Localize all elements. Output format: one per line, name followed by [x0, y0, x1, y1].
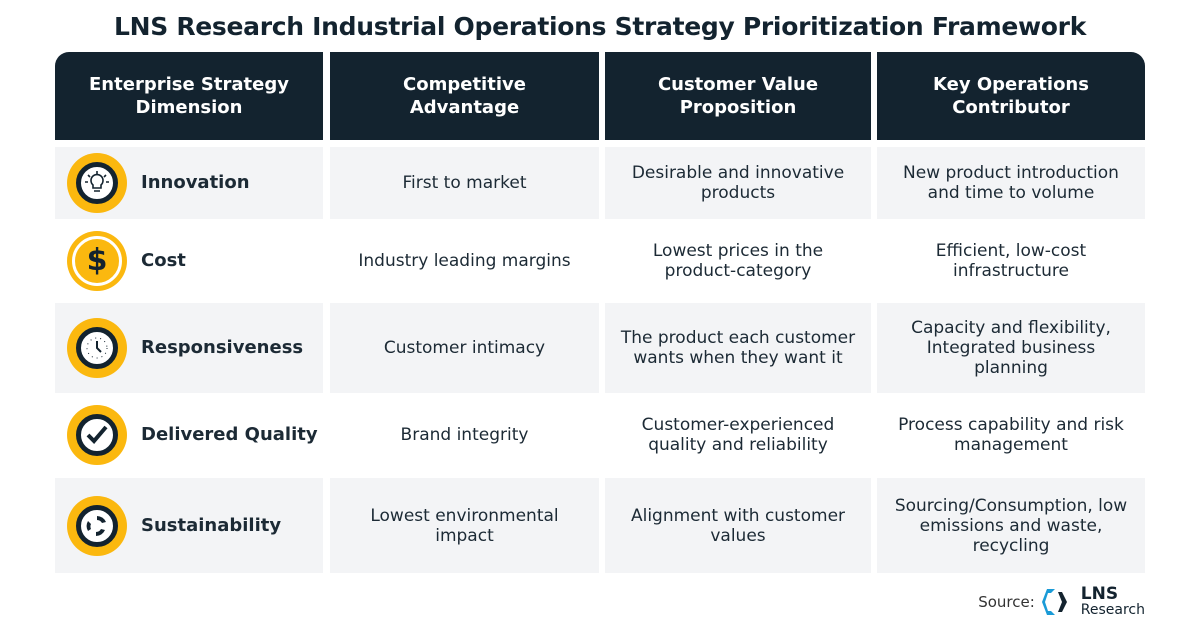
dollar-icon: $ — [67, 231, 127, 291]
column-header: Enterprise Strategy Dimension — [55, 52, 323, 140]
cell-text: Capacity and flexibility, Integrated bus… — [911, 318, 1111, 378]
dimension-cell: Delivered Quality — [55, 400, 323, 470]
cell-text: Sustainability — [141, 514, 282, 536]
value-cell: The product each customer wants when the… — [605, 303, 871, 393]
dimension-cell: Sustainability — [55, 478, 323, 573]
cell-text: Delivered Quality — [141, 424, 318, 445]
cell-text: Innovation — [141, 172, 250, 193]
advantage-cell: Lowest environmental impact — [330, 478, 599, 573]
lns-logo-icon — [1041, 589, 1067, 615]
value-cell: Lowest prices in the product-category — [605, 225, 871, 297]
cell-text: Process capability and risk management — [898, 415, 1124, 455]
cell-text: Industry leading margins — [358, 251, 571, 271]
advantage-cell: Customer intimacy — [330, 303, 599, 393]
logo-text-research: Research — [1080, 602, 1145, 618]
cell-text: Lowest prices in the product-category — [652, 241, 824, 281]
advantage-cell: Industry leading margins — [330, 225, 599, 297]
value-cell: Alignment with customer values — [605, 478, 871, 573]
column-header: Key Operations Contributor — [877, 52, 1145, 140]
cell-text: Alignment with customer values — [630, 505, 846, 546]
contributor-cell: Efficient, low-cost infrastructure — [877, 225, 1145, 297]
lightbulb-icon — [67, 153, 127, 213]
recycle-icon — [67, 495, 127, 556]
cell-text: New product introduction and time to vol… — [903, 163, 1119, 203]
cell-text: Responsiveness — [141, 337, 304, 358]
cell-text: Cost — [141, 250, 186, 271]
page-title: LNS Research Industrial Operations Strat… — [113, 12, 1087, 41]
cell-text: Brand integrity — [400, 425, 529, 445]
value-cell: Desirable and innovative products — [605, 147, 871, 219]
cell-text: Desirable and innovative products — [631, 163, 845, 203]
logo-text-lns: LNS — [1080, 584, 1119, 604]
checkmark-icon — [67, 405, 127, 465]
cell-text: Customer intimacy — [383, 338, 546, 358]
column-header: Competitive Advantage — [330, 52, 599, 140]
dimension-cell: Innovation — [55, 147, 323, 219]
value-cell: Customer-experienced quality and reliabi… — [605, 400, 871, 470]
contributor-cell: Capacity and flexibility, Integrated bus… — [877, 303, 1145, 393]
column-header: Customer Value Proposition — [605, 52, 871, 140]
cell-text: Customer-experienced quality and reliabi… — [641, 415, 835, 455]
contributor-cell: Process capability and risk management — [877, 400, 1145, 470]
dimension-cell: $ Cost — [55, 225, 323, 297]
source-credit: Source: LNS Research — [978, 584, 1145, 619]
dimension-cell: Responsiveness — [55, 303, 323, 393]
cell-text: The product each customer wants when the… — [620, 328, 856, 368]
clock-icon — [67, 318, 127, 378]
source-label: Source: — [978, 593, 1035, 611]
contributor-cell: New product introduction and time to vol… — [877, 147, 1145, 219]
cell-text: Lowest environmental impact — [370, 505, 559, 546]
cell-text: Efficient, low-cost infrastructure — [935, 241, 1087, 281]
contributor-cell: Sourcing/Consumption, low emissions and … — [877, 478, 1145, 573]
cell-text: First to market — [402, 173, 527, 193]
advantage-cell: First to market — [330, 147, 599, 219]
cell-text: Sourcing/Consumption, low emissions and … — [894, 495, 1128, 556]
advantage-cell: Brand integrity — [330, 400, 599, 470]
